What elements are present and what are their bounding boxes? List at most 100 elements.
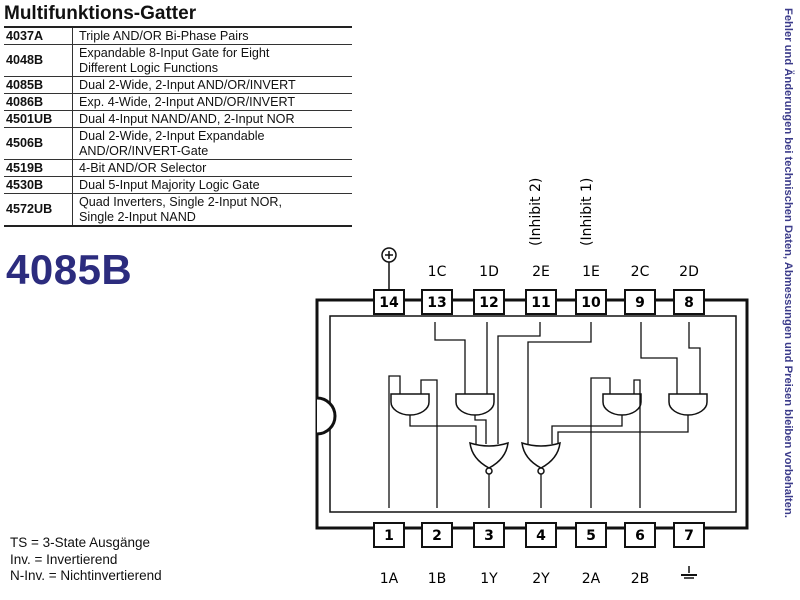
bottom-pin-box	[624, 522, 656, 548]
top-pin-label: 1E	[582, 264, 600, 280]
top-pin-number: 8	[684, 295, 694, 311]
part-number: 4519B	[4, 159, 73, 177]
description-line: Expandable 8-Input Gate for Eight	[79, 45, 270, 60]
table-row: 4530B Dual 5-Input Majority Logic Gate	[4, 176, 352, 194]
bottom-pin-number: 7	[684, 528, 694, 544]
table-row: 4037A Triple AND/OR Bi-Phase Pairs	[4, 28, 352, 45]
top-pin-number: 11	[531, 295, 550, 311]
bottom-pin-label: 1Y	[480, 571, 498, 587]
table-title: Multifunktions-Gatter	[4, 2, 352, 28]
bottom-pin-box	[373, 522, 405, 548]
circled-plus-icon	[381, 247, 397, 290]
top-pin-box	[624, 289, 656, 315]
and-gate-3	[602, 393, 642, 416]
top-pin-label: 2E	[532, 264, 550, 280]
nor-gate-2	[521, 441, 561, 469]
internal-wiring	[388, 322, 701, 508]
part-number: 4572UB	[4, 193, 73, 227]
description-line: Dual 2-Wide, 2-Input Expandable	[79, 128, 265, 143]
part-number: 4506B	[4, 127, 73, 160]
description-line: Dual 4-Input NAND/AND, 2-Input NOR	[79, 111, 295, 126]
part-number: 4086B	[4, 93, 73, 111]
bottom-pin-label: 2A	[582, 571, 601, 587]
and-gate-1	[390, 393, 430, 416]
part-description: Exp. 4-Wide, 2-Input AND/OR/INVERT	[72, 93, 352, 111]
part-number: 4037A	[4, 28, 73, 45]
top-pin-label: 1D	[479, 264, 499, 280]
top-pin-number: 14	[379, 295, 399, 311]
table-row: 4501UB Dual 4-Input NAND/AND, 2-Input NOR	[4, 110, 352, 128]
top-pin-number: 12	[479, 295, 498, 311]
inhibit-2-label: (Inhibit 2)	[528, 178, 544, 246]
top-pin-label: 2C	[631, 264, 650, 280]
description-line: AND/OR/INVERT-Gate	[79, 143, 209, 158]
part-description: 4-Bit AND/OR Selector	[72, 159, 352, 177]
legend: TS = 3-State Ausgänge Inv. = Invertieren…	[10, 535, 162, 585]
ground-icon	[681, 566, 697, 579]
top-pin-label: 2D	[679, 264, 699, 280]
bottom-pin-box	[421, 522, 453, 548]
and-gate-4	[668, 393, 708, 416]
bottom-pin-box	[575, 522, 607, 548]
description-line: Exp. 4-Wide, 2-Input AND/OR/INVERT	[79, 94, 296, 109]
bottom-pin-box	[525, 522, 557, 548]
table-row: 4085B Dual 2-Wide, 2-Input AND/OR/INVERT	[4, 76, 352, 94]
legend-line-inv: Inv. = Invertierend	[10, 551, 118, 567]
description-line: Dual 2-Wide, 2-Input AND/OR/INVERT	[79, 77, 296, 92]
bottom-pin-number: 2	[432, 528, 442, 544]
chip-id: 4085B	[6, 246, 133, 293]
bottom-pin-number: 3	[484, 528, 494, 544]
nor-gate-1-bubble	[485, 467, 493, 475]
top-pin-box	[575, 289, 607, 315]
bottom-pin-number: 1	[384, 528, 394, 544]
top-pin-label: 1C	[428, 264, 447, 280]
top-pin-box	[525, 289, 557, 315]
bottom-pin-number: 4	[536, 528, 546, 544]
description-line: Different Logic Functions	[79, 60, 219, 75]
part-description: Dual 4-Input NAND/AND, 2-Input NOR	[72, 110, 352, 128]
ic-notch	[316, 396, 337, 436]
bottom-pin-label: 2B	[631, 571, 650, 587]
bottom-pin-label: 1A	[380, 571, 399, 587]
and-gate-2	[455, 393, 495, 416]
top-pin-number: 10	[581, 295, 601, 311]
nor-gate-2-bubble	[537, 467, 545, 475]
part-description: Quad Inverters, Single 2-Input NOR,Singl…	[72, 193, 352, 227]
description-line: 4-Bit AND/OR Selector	[79, 160, 207, 175]
legend-line-ts: TS = 3-State Ausgänge	[10, 535, 150, 550]
legend-line-ninv: N-Inv. = Nichtinvertierend	[10, 568, 162, 583]
bottom-pin-number: 5	[586, 528, 596, 544]
part-description: Dual 5-Input Majority Logic Gate	[72, 176, 352, 194]
top-pin-number: 13	[427, 295, 446, 311]
top-pin-box	[421, 289, 453, 315]
part-number: 4530B	[4, 176, 73, 194]
bottom-pin-label: 2Y	[532, 571, 550, 587]
bottom-pin-box	[673, 522, 705, 548]
bottom-pin-box	[473, 522, 505, 548]
top-pin-box	[473, 289, 505, 315]
description-line: Triple AND/OR Bi-Phase Pairs	[79, 28, 249, 43]
description-line: Single 2-Input NAND	[79, 209, 196, 224]
part-description: Dual 2-Wide, 2-Input AND/OR/INVERT	[72, 76, 352, 94]
bottom-pin-label: 1B	[428, 571, 447, 587]
part-number: 4501UB	[4, 110, 73, 128]
top-pin-number: 9	[635, 295, 645, 311]
top-pin-box	[673, 289, 705, 315]
part-number: 4048B	[4, 44, 73, 77]
table-row: 4086B Exp. 4-Wide, 2-Input AND/OR/INVERT	[4, 93, 352, 111]
description-line: Dual 5-Input Majority Logic Gate	[79, 177, 260, 192]
inhibit-1-label: (Inhibit 1)	[579, 178, 595, 246]
part-number: 4085B	[4, 76, 73, 94]
nor-gate-1	[469, 441, 509, 469]
bottom-pin-number: 6	[635, 528, 645, 544]
part-description: Triple AND/OR Bi-Phase Pairs	[72, 28, 352, 45]
description-line: Quad Inverters, Single 2-Input NOR,	[79, 194, 282, 209]
table-row: 4519B 4-Bit AND/OR Selector	[4, 159, 352, 177]
